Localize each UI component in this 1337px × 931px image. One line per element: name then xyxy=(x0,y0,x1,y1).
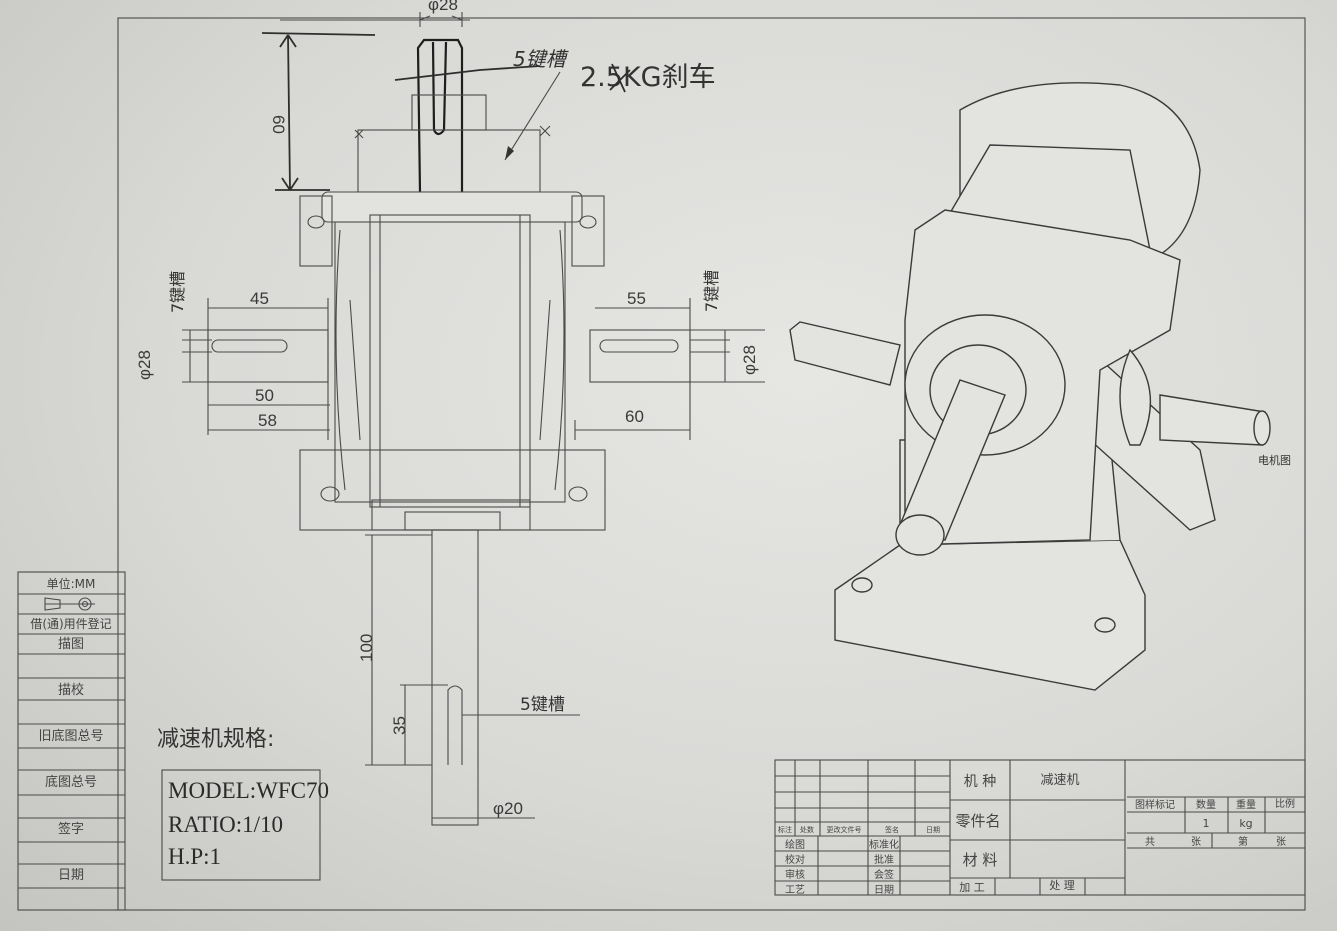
front-view: φ28 60 5键槽 2.5KG刹车 45 50 58 φ28 7键槽 xyxy=(135,0,765,826)
spec-heading: 减速机规格: xyxy=(157,727,274,752)
role-standard: 标准化 xyxy=(869,838,899,851)
sidebar-register: 单位:MM 借(通)用件登记 描图 描校 旧底图总号 底图总号 签字 日期 xyxy=(17,571,126,911)
part-name-label: 零件名 xyxy=(955,812,1000,830)
top-height-dim: 60 xyxy=(269,115,288,134)
gearbox-body xyxy=(334,221,566,503)
sidebar-date: 日期 xyxy=(58,868,84,883)
left-keyway-label: 7键槽 xyxy=(168,271,187,313)
bottom-plate xyxy=(371,499,531,531)
info-header-mark: 图样标记 xyxy=(1135,798,1175,811)
role-countersign: 会签 xyxy=(874,868,894,881)
sidebar-base-no: 底图总号 xyxy=(45,774,97,790)
role-draw: 绘图 xyxy=(785,838,805,851)
sidebar-trace: 描图 xyxy=(58,637,84,652)
spec-ratio: RATIO:1/10 xyxy=(168,812,283,837)
spec-box xyxy=(161,769,321,881)
machine-type-value: 减速机 xyxy=(1040,773,1079,788)
rev-header-sign: 签名 xyxy=(885,825,899,834)
left-dim-50: 50 xyxy=(255,386,274,405)
role-check: 校对 xyxy=(785,853,805,866)
sheet-no-prefix: 第 xyxy=(1238,835,1248,848)
bottom-keyway-label: 5键槽 xyxy=(520,695,565,715)
worm-housing xyxy=(369,214,531,508)
sidebar-unit: 单位:MM xyxy=(47,576,96,591)
bottom-diameter-dim: φ20 xyxy=(493,799,523,818)
left-dim-45: 45 xyxy=(250,289,269,308)
material-label: 材 料 xyxy=(963,851,998,869)
right-dim-60: 60 xyxy=(625,407,644,426)
title-block: 标注 处数 更改文件号 签名 日期 绘图 校对 审核 工艺 标准化 批准 会签 … xyxy=(774,759,1306,896)
info-header-weight: 重量 xyxy=(1236,798,1256,811)
weight-unit: kg xyxy=(1239,817,1252,830)
left-input-shaft xyxy=(207,329,329,383)
left-upper-ear xyxy=(299,195,333,267)
sheets-total-suffix: 张 xyxy=(1191,836,1201,848)
role-review: 审核 xyxy=(785,868,805,881)
sidebar-signature: 签字 xyxy=(58,821,84,837)
isometric-view xyxy=(789,82,1271,691)
sidebar-old-base-no: 旧底图总号 xyxy=(38,728,103,744)
sidebar-borrowed: 借(通)用件登记 xyxy=(30,616,111,631)
right-upper-ear xyxy=(571,195,605,267)
drawing-border xyxy=(117,17,1306,911)
right-diameter-dim: φ28 xyxy=(740,345,759,375)
sheet-no-suffix: 张 xyxy=(1276,836,1286,848)
watermark: 电机图 xyxy=(1258,453,1291,467)
top-diameter-dim: φ28 xyxy=(428,0,458,14)
role-date: 日期 xyxy=(874,884,894,896)
bottom-length-dim: 100 xyxy=(357,634,376,662)
info-header-qty: 数量 xyxy=(1196,798,1216,811)
right-dim-55: 55 xyxy=(627,289,646,308)
bottom-output-shaft xyxy=(431,529,479,826)
base-mount xyxy=(299,449,606,531)
rev-header-doc: 更改文件号 xyxy=(827,825,862,834)
role-approve: 批准 xyxy=(874,853,894,866)
brake-label: 2.5KG刹车 xyxy=(580,62,716,93)
projection-symbol xyxy=(44,597,95,611)
rev-header-count: 处数 xyxy=(800,825,814,834)
rev-header-date: 日期 xyxy=(926,826,940,834)
top-output-shaft xyxy=(416,38,464,193)
left-dim-58: 58 xyxy=(258,411,277,430)
spec-hp: H.P:1 xyxy=(168,844,221,869)
role-process: 工艺 xyxy=(785,884,805,896)
bottom-key-length-dim: 35 xyxy=(390,716,409,735)
rev-header-mark: 标注 xyxy=(778,825,792,834)
sidebar-trace-check: 描校 xyxy=(58,682,84,698)
spec-model: MODEL:WFC70 xyxy=(168,778,329,803)
processing-label: 加 工 xyxy=(959,881,985,894)
top-flange xyxy=(321,191,583,223)
brake-housing xyxy=(357,129,541,193)
quantity-value: 1 xyxy=(1203,817,1210,830)
sheets-total-prefix: 共 xyxy=(1145,836,1155,848)
treatment-label: 处 理 xyxy=(1049,879,1075,892)
brake-neck xyxy=(411,94,487,131)
right-input-shaft xyxy=(589,329,691,383)
machine-type-label: 机 种 xyxy=(964,774,996,790)
top-keyway-label: 5键槽 xyxy=(513,47,570,71)
top-keyway xyxy=(431,41,448,136)
right-keyway-label: 7键槽 xyxy=(702,270,721,312)
info-header-scale: 比例 xyxy=(1275,797,1295,810)
left-diameter-dim: φ28 xyxy=(135,350,154,380)
